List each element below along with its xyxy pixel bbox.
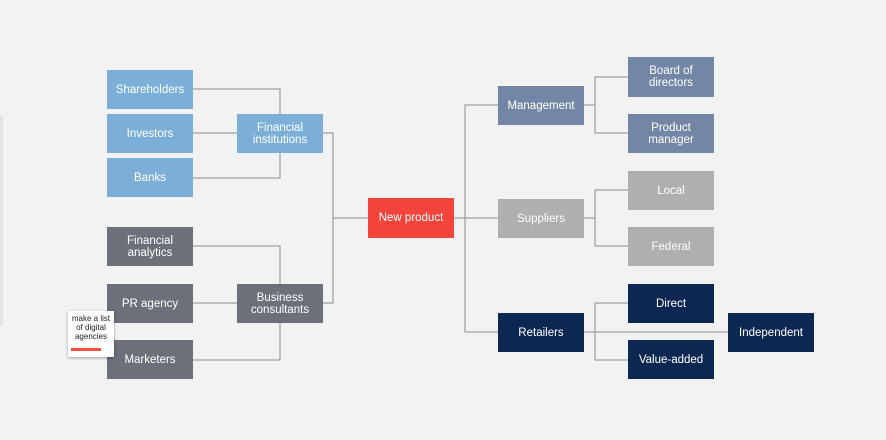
- node-board-of-directors[interactable]: Board of directors: [628, 57, 714, 97]
- node-label: Direct: [655, 297, 687, 310]
- node-label: Suppliers: [517, 212, 565, 225]
- node-local[interactable]: Local: [628, 171, 714, 210]
- connector-banks: [193, 153, 281, 179]
- node-label: Board of directors: [648, 65, 694, 89]
- node-label: Business consultants: [250, 291, 310, 316]
- connector-retailers: [584, 302, 628, 333]
- node-label: Federal: [651, 240, 691, 253]
- sticky-note[interactable]: make a list of digital agencies: [68, 311, 114, 357]
- node-business-consultants[interactable]: Business consultants: [237, 284, 323, 323]
- node-label: Management: [507, 99, 575, 112]
- node-financial-institutions[interactable]: Financial institutions: [237, 114, 323, 153]
- node-management[interactable]: Management: [498, 86, 584, 125]
- node-label: Value-added: [638, 353, 704, 366]
- connector-financial-institutions: [323, 132, 334, 304]
- node-pr-agency[interactable]: PR agency: [107, 284, 193, 323]
- connector-suppliers: [584, 189, 628, 219]
- node-label: Financial analytics: [126, 234, 174, 259]
- node-financial-analytics[interactable]: Financial analytics: [107, 227, 193, 266]
- node-product-manager[interactable]: Product manager: [628, 114, 714, 153]
- node-independent[interactable]: Independent: [728, 313, 814, 352]
- node-label: Product manager: [648, 121, 694, 146]
- connector-marketers: [193, 323, 281, 361]
- node-direct[interactable]: Direct: [628, 284, 714, 323]
- node-label: Investors: [126, 127, 174, 140]
- connector-financial-analytics: [193, 245, 281, 285]
- node-label: Marketers: [124, 353, 176, 366]
- node-label: Local: [657, 184, 685, 197]
- node-shareholders[interactable]: Shareholders: [107, 70, 193, 109]
- node-federal[interactable]: Federal: [628, 227, 714, 266]
- connector-value-added: [594, 332, 628, 361]
- node-value-added[interactable]: Value-added: [628, 340, 714, 379]
- node-retailers[interactable]: Retailers: [498, 313, 584, 352]
- connector-federal: [594, 218, 628, 247]
- node-investors[interactable]: Investors: [107, 114, 193, 153]
- node-label: Independent: [739, 326, 803, 339]
- connector-management: [584, 76, 628, 106]
- node-suppliers[interactable]: Suppliers: [498, 199, 584, 238]
- connector-product-manager: [594, 105, 628, 134]
- connector-right-trunk: [464, 104, 498, 333]
- node-label: Banks: [134, 171, 166, 184]
- canvas-edge-marker: [0, 116, 3, 326]
- node-banks[interactable]: Banks: [107, 158, 193, 197]
- sticky-note-text: make a list of digital agencies: [71, 314, 111, 341]
- node-label: PR agency: [121, 297, 179, 310]
- connector-shareholders: [193, 88, 281, 115]
- node-marketers[interactable]: Marketers: [107, 340, 193, 379]
- node-label: Retailers: [518, 326, 564, 339]
- node-label: New product: [378, 212, 444, 224]
- node-label: Financial institutions: [252, 121, 308, 146]
- sticky-note-author-tag: [71, 348, 101, 351]
- node-new-product[interactable]: New product: [368, 198, 454, 238]
- node-label: Shareholders: [115, 83, 185, 96]
